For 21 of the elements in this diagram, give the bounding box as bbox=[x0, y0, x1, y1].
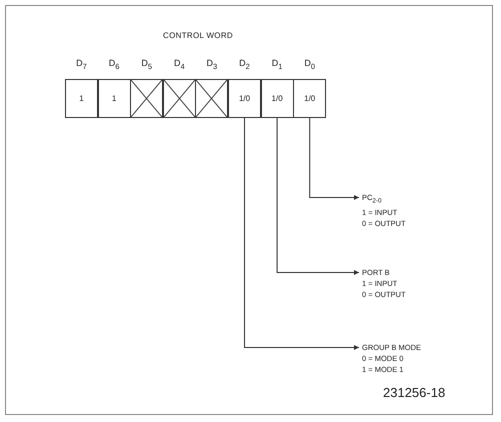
crossed-bit-cell bbox=[195, 79, 228, 118]
bit-label: D$_{2}$ bbox=[238, 58, 251, 71]
bit-label: D$_{0}$ bbox=[303, 58, 316, 71]
bit-label: D$_{3}$ bbox=[206, 58, 218, 71]
bit-label: D$_{6}$ bbox=[108, 58, 120, 71]
arrow bbox=[309, 118, 360, 200]
bit-label: D$_{1}$ bbox=[270, 58, 284, 71]
bit-cell: 1 bbox=[98, 79, 131, 118]
arrow bbox=[244, 118, 360, 350]
bit-cell: 1/0 bbox=[228, 79, 261, 118]
arrow bbox=[276, 118, 360, 275]
bit-label: D$_{4}$ bbox=[172, 58, 186, 71]
bit-cell: 1 bbox=[65, 79, 98, 118]
bit-cell: 1/0 bbox=[293, 79, 326, 118]
bit-label: D$_{7}$ bbox=[75, 58, 88, 71]
diagram-title: CONTROL WORD bbox=[162, 31, 234, 40]
bit-label: D$_{5}$ bbox=[140, 58, 154, 71]
crossed-bit-cell bbox=[130, 79, 164, 118]
crossed-bit-cell bbox=[162, 79, 196, 118]
bit-cell: 1/0 bbox=[260, 79, 294, 118]
figure-number: 231256-18 bbox=[383, 385, 446, 400]
